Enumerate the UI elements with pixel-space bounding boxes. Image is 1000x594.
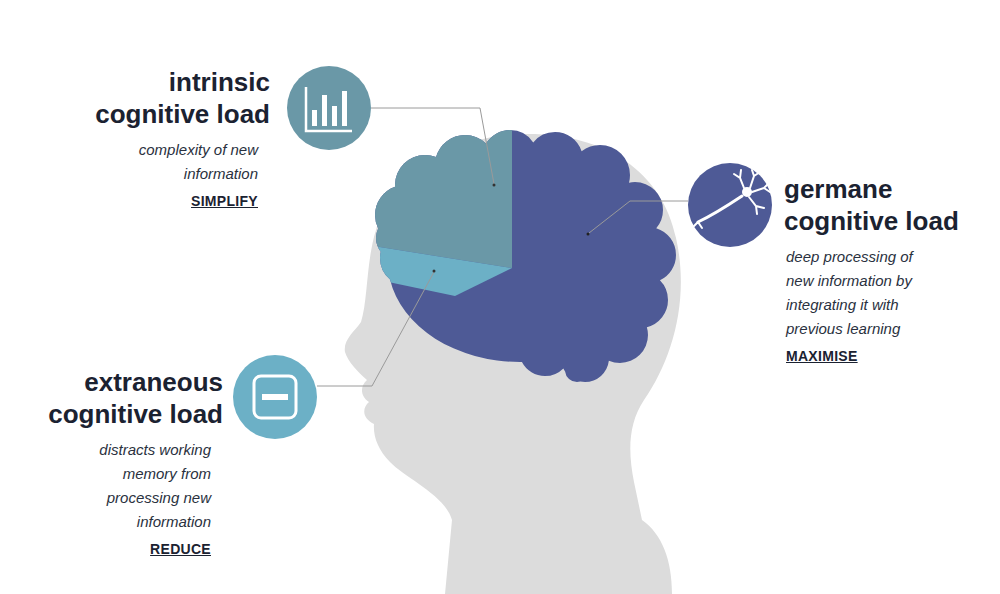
brain xyxy=(360,120,680,400)
action-word: MAXIMISE xyxy=(786,347,984,365)
node-heading: extraneous cognitive load xyxy=(23,366,223,430)
leader-dot xyxy=(493,184,496,187)
leader-line xyxy=(317,272,434,386)
node-description: distracts working memory from processing… xyxy=(76,438,211,534)
node-heading: germane cognitive load xyxy=(784,173,984,237)
label-group: intrinsic cognitive load complexity of ne… xyxy=(70,66,270,210)
label-group: germane cognitive load deep processing of… xyxy=(784,173,984,365)
leader-dot xyxy=(587,233,590,236)
node-heading: intrinsic cognitive load xyxy=(70,66,270,130)
action-word: SIMPLIFY xyxy=(191,192,258,210)
intrinsic-region xyxy=(360,120,512,268)
icon-circle xyxy=(287,66,371,150)
minus-icon xyxy=(254,376,296,418)
node-description: deep processing of new information by in… xyxy=(786,245,921,341)
neuron-icon xyxy=(694,170,770,228)
action-word: REDUCE xyxy=(150,540,211,558)
icon-circle xyxy=(688,163,772,247)
germane-region xyxy=(360,120,680,400)
node-description: complexity of new information xyxy=(123,138,258,186)
icon-circle xyxy=(233,355,317,439)
extraneous-region xyxy=(360,244,512,296)
bar-chart-icon xyxy=(306,87,352,131)
leader-line xyxy=(589,201,688,233)
leader-dot xyxy=(433,270,436,273)
label-group: extraneous cognitive load distracts worki… xyxy=(23,366,223,558)
leader-line xyxy=(371,108,494,184)
